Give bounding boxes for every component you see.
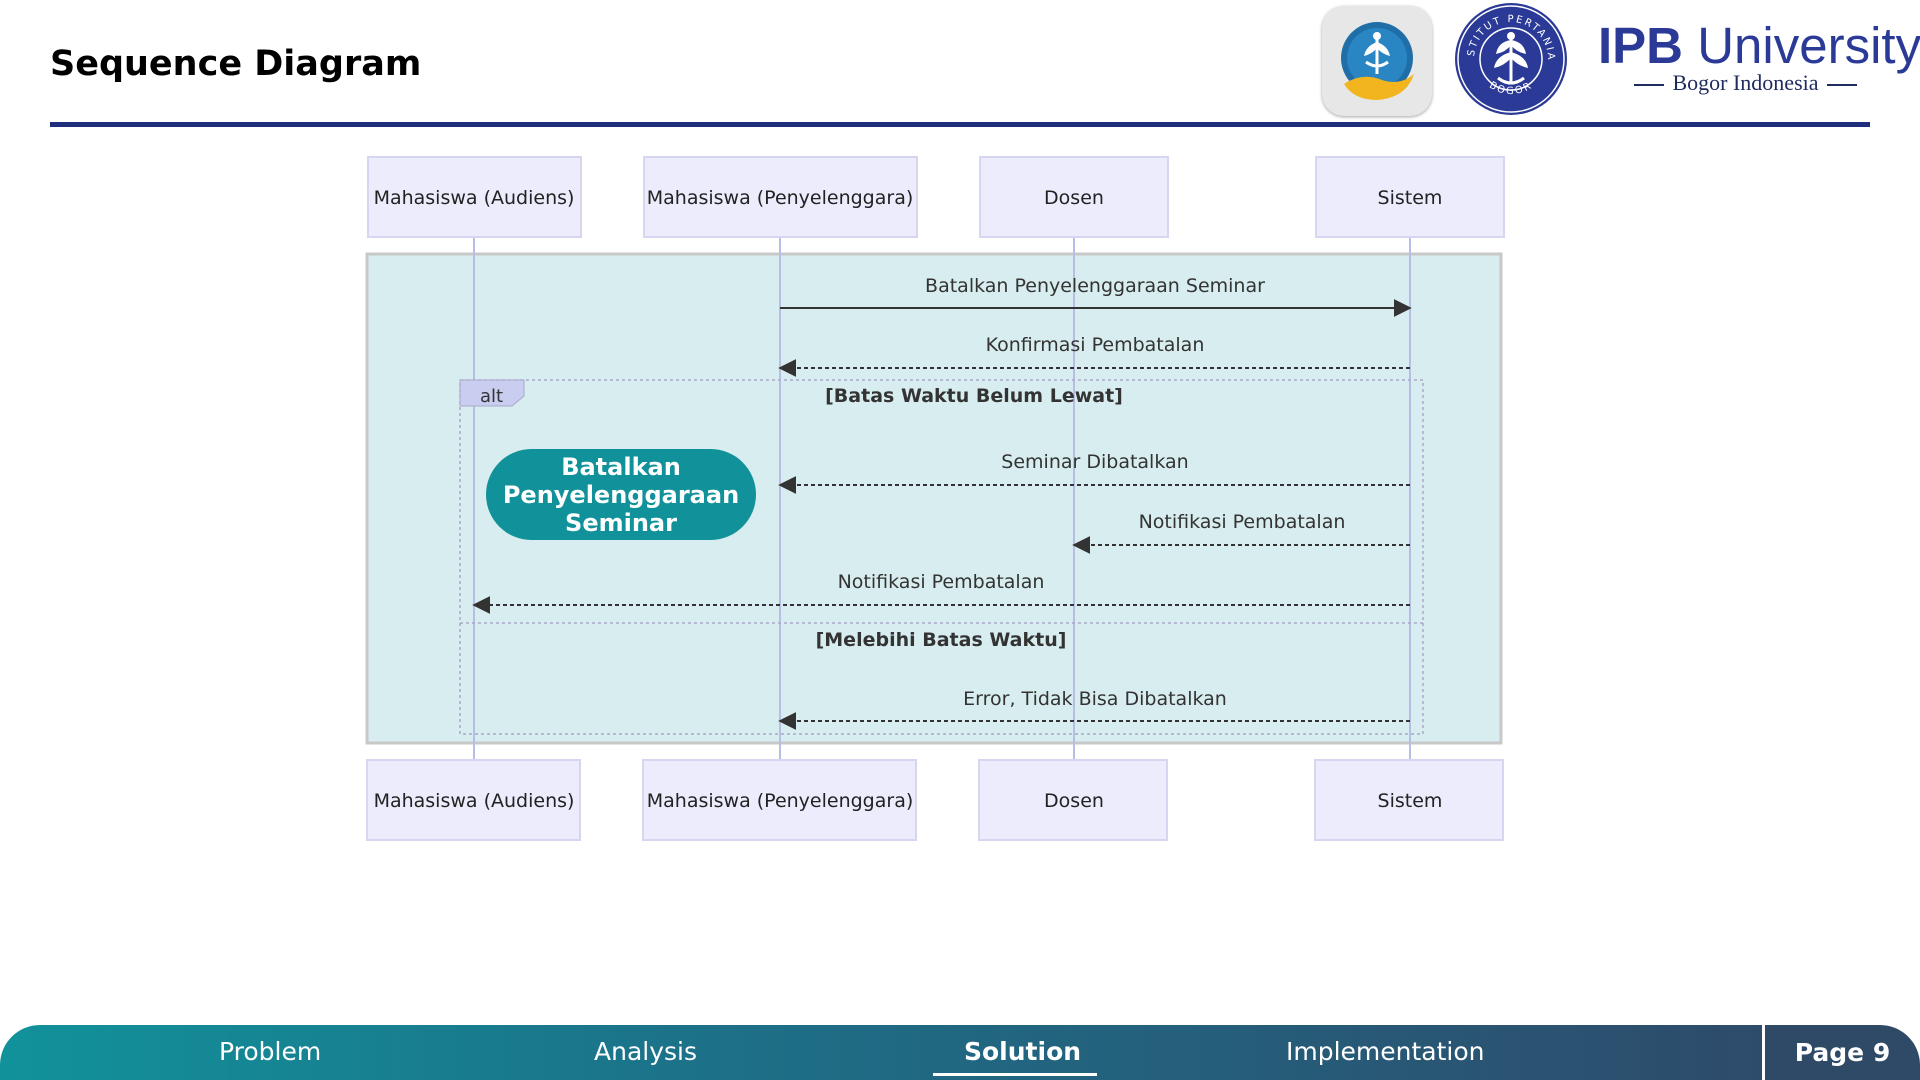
participant-top-penyelenggara: Mahasiswa (Penyelenggara): [643, 156, 918, 238]
nav-implementation[interactable]: Implementation: [1286, 1037, 1485, 1066]
ministry-logo: [1322, 6, 1432, 116]
nav-problem[interactable]: Problem: [219, 1037, 322, 1066]
participant-label: Dosen: [1044, 187, 1104, 209]
alt-guard-1: [Batas Waktu Belum Lewat]: [825, 385, 1123, 407]
footer-separator: [1762, 1025, 1765, 1080]
alt-guard-2: [Melebihi Batas Waktu]: [816, 629, 1067, 651]
message-label: Konfirmasi Pembatalan: [986, 334, 1205, 356]
participant-bottom-penyelenggara: Mahasiswa (Penyelenggara): [642, 759, 917, 841]
message-6: Error, Tidak Bisa Dibatalkan: [778, 688, 1410, 730]
message-5: Notifikasi Pembatalan: [472, 571, 1410, 614]
nav-solution[interactable]: Solution: [964, 1037, 1082, 1066]
message-3: Seminar Dibatalkan: [778, 451, 1410, 494]
brand-name-rest: University: [1683, 17, 1920, 74]
message-label: Batalkan Penyelenggaraan Seminar: [925, 275, 1265, 297]
participant-bottom-audiens: Mahasiswa (Audiens): [366, 759, 581, 841]
page-title: Sequence Diagram: [50, 44, 422, 84]
active-nav-indicator: [933, 1073, 1097, 1076]
nav-analysis[interactable]: Analysis: [594, 1037, 698, 1066]
diagram-region: [365, 252, 1503, 745]
message-4: Notifikasi Pembatalan: [1072, 511, 1410, 554]
message-label: Notifikasi Pembatalan: [1139, 511, 1346, 533]
message-label: Notifikasi Pembatalan: [838, 571, 1045, 593]
ipb-seal-logo: INSTITUT PERTANIAN BOGOR: [1447, 0, 1570, 118]
sequence-diagram: Mahasiswa (Audiens) Mahasiswa (Penyeleng…: [365, 156, 1505, 841]
participant-label: Mahasiswa (Penyelenggara): [647, 790, 914, 812]
message-label: Error, Tidak Bisa Dibatalkan: [963, 688, 1227, 710]
footer-nav: Problem Analysis Solution Implementation: [0, 1025, 1762, 1080]
participant-label: Sistem: [1378, 790, 1443, 812]
footer-bar: Problem Analysis Solution Implementation…: [0, 1025, 1920, 1080]
brand-name: IPB University: [1598, 17, 1920, 74]
header-divider: [50, 122, 1870, 127]
page-number: Page 9: [1765, 1025, 1920, 1080]
participant-label: Sistem: [1378, 187, 1443, 209]
ministry-emblem-icon: [1341, 22, 1414, 100]
participant-bottom-sistem: Sistem: [1314, 759, 1504, 841]
brand-subtitle-text: Bogor Indonesia: [1672, 70, 1819, 95]
participant-bottom-dosen: Dosen: [978, 759, 1168, 841]
message-2: Konfirmasi Pembatalan: [778, 334, 1410, 377]
participant-top-sistem: Sistem: [1315, 156, 1505, 238]
participant-top-dosen: Dosen: [979, 156, 1169, 238]
brand-name-bold: IPB: [1598, 17, 1684, 74]
alt-keyword: alt: [480, 386, 503, 407]
callout-badge: Batalkan Penyelenggaraan Seminar: [486, 449, 756, 540]
ipb-wordmark: IPB University Bogor Indonesia: [1598, 17, 1920, 98]
participant-label: Mahasiswa (Audiens): [374, 187, 575, 209]
message-1: Batalkan Penyelenggaraan Seminar: [780, 275, 1412, 317]
message-label: Seminar Dibatalkan: [1001, 451, 1188, 473]
brand-subtitle: Bogor Indonesia: [1598, 70, 1893, 96]
participant-label: Mahasiswa (Audiens): [374, 790, 575, 812]
participant-label: Mahasiswa (Penyelenggara): [647, 187, 914, 209]
alt-fragment: alt [Batas Waktu Belum Lewat] [Melebihi …: [459, 379, 1424, 735]
participant-label: Dosen: [1044, 790, 1104, 812]
ipb-seal-icon: INSTITUT PERTANIAN BOGOR: [1447, 0, 1567, 115]
participant-top-audiens: Mahasiswa (Audiens): [367, 156, 582, 238]
